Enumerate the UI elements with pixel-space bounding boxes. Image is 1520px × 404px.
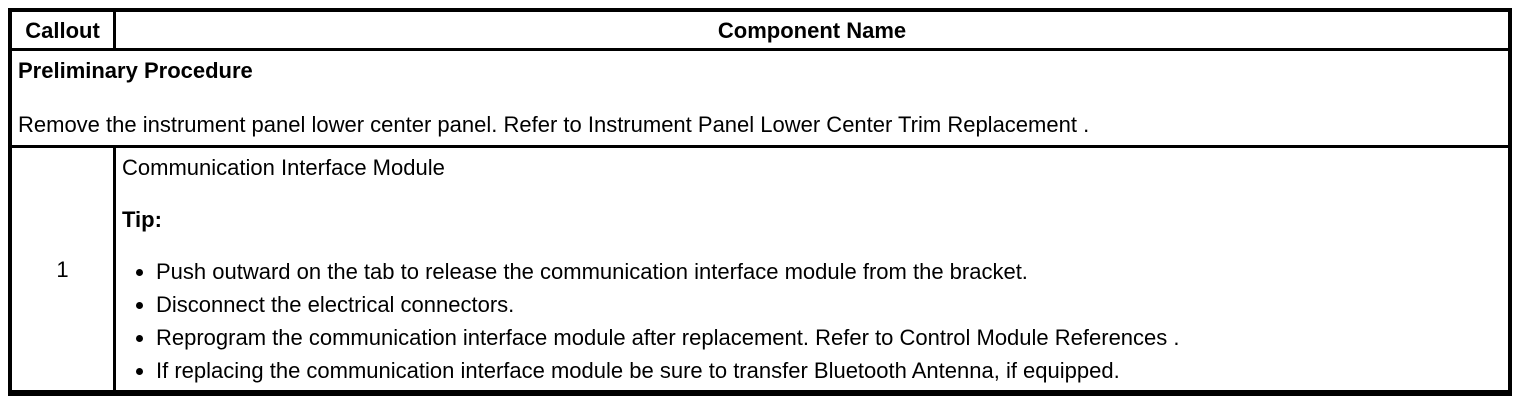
- tip-item: Push outward on the tab to release the c…: [156, 258, 1500, 285]
- preliminary-procedure-title: Preliminary Procedure: [18, 58, 253, 83]
- tip-item: Disconnect the electrical connectors.: [156, 291, 1500, 318]
- callout-number-cell: 1: [12, 148, 116, 390]
- callout-component-table: Callout Component Name Preliminary Proce…: [8, 8, 1512, 396]
- header-cell-callout: Callout: [12, 12, 116, 48]
- tip-item: Reprogram the communication interface mo…: [156, 324, 1500, 351]
- preliminary-procedure-row: Preliminary Procedure Remove the instrum…: [12, 51, 1508, 148]
- table-header-row: Callout Component Name: [12, 12, 1508, 51]
- component-name-text: Communication Interface Module: [122, 155, 445, 180]
- preliminary-procedure-text: Remove the instrument panel lower center…: [18, 112, 1090, 137]
- table-row: 1 Communication Interface Module Tip: Pu…: [12, 148, 1508, 390]
- component-cell: Communication Interface Module Tip: Push…: [116, 148, 1508, 390]
- tip-item: If replacing the communication interface…: [156, 357, 1500, 384]
- tip-label: Tip:: [122, 207, 162, 232]
- header-cell-component-name: Component Name: [717, 17, 907, 43]
- tip-list: Push outward on the tab to release the c…: [122, 258, 1500, 384]
